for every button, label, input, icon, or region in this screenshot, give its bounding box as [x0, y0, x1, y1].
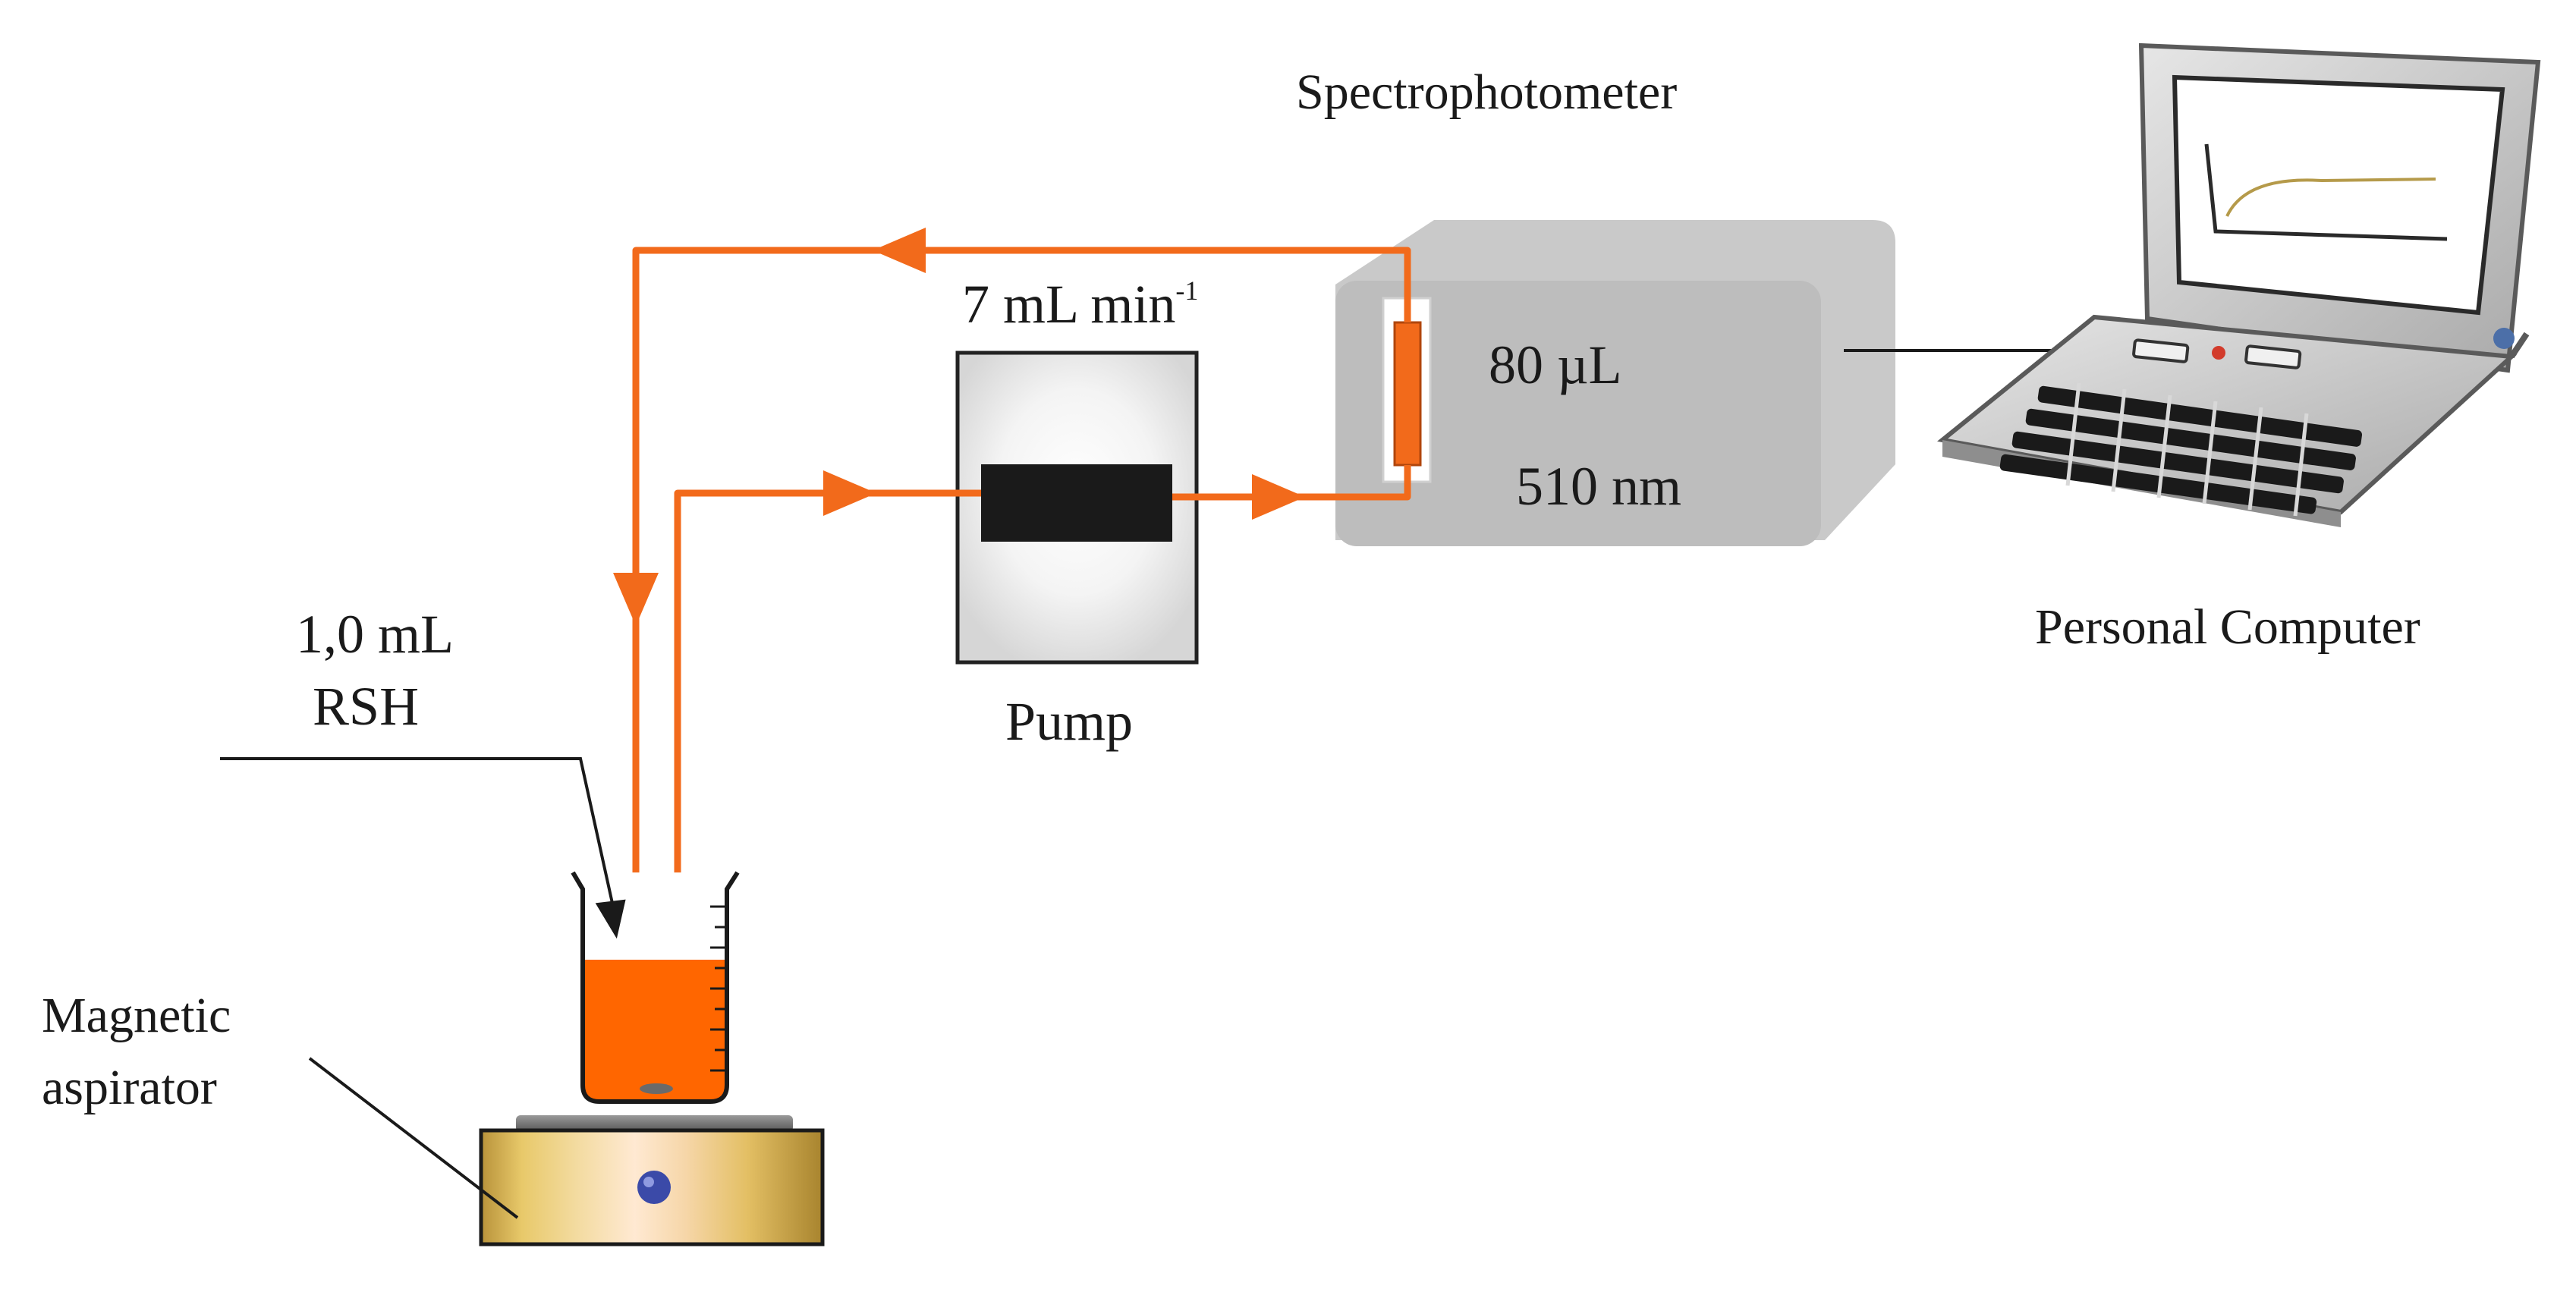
stirrer-plate: [516, 1115, 793, 1132]
personal-computer-label: Personal Computer: [2035, 599, 2420, 655]
beaker-glass: [571, 871, 740, 1104]
sample-volume-label: 1,0 mL: [296, 604, 454, 665]
laptop-icon: [1937, 42, 2541, 527]
rsh-leader-arrow: [595, 899, 626, 939]
rsh-leader-line: [220, 757, 615, 907]
magnetic-stirrer-icon: [479, 1115, 825, 1246]
arrow-left: [873, 228, 926, 273]
arrow-right-intake: [823, 470, 876, 516]
screen-graph: [2204, 143, 2448, 241]
flow-arrows: [613, 228, 1305, 626]
magnetic-aspirator-label-line1: Magnetic: [42, 988, 231, 1043]
laptop-led: [2212, 346, 2225, 360]
laptop-power-button: [2493, 328, 2515, 349]
labels: Spectrophotometer Personal Computer 7 mL…: [42, 64, 2420, 1115]
stirrer-knob: [637, 1171, 671, 1204]
pump-outlet-tube: [1172, 465, 1411, 501]
aspirator-leader-line: [308, 1057, 519, 1219]
beaker-graduations: [710, 905, 727, 1072]
pump-belt: [981, 464, 1172, 542]
stir-bar: [640, 1083, 673, 1094]
sample-name-label: RSH: [313, 676, 419, 737]
flow-rate-label: 7 mL min-1: [962, 274, 1198, 335]
flow-rate-exponent: -1: [1175, 275, 1198, 306]
spectrophotometer-body-front: [1335, 281, 1821, 546]
flow-cell: [1393, 321, 1422, 467]
cell-volume-label: 80 µL: [1489, 335, 1621, 395]
laptop-key-gaps: [2065, 382, 2309, 517]
arrow-down: [613, 573, 659, 626]
laptop-touchpad-right: [2244, 344, 2302, 369]
magnetic-aspirator-label-line2: aspirator: [42, 1060, 217, 1115]
stirrer-knob-highlight: [643, 1177, 654, 1187]
intake-tube: [674, 489, 981, 872]
laptop-hinge: [2508, 332, 2530, 359]
return-tube: [632, 247, 1411, 872]
flow-rate-value: 7 mL min: [962, 274, 1175, 335]
wavelength-label: 510 nm: [1516, 456, 1681, 517]
arrow-right-outlet: [1252, 474, 1305, 520]
tubing: [632, 247, 1411, 872]
laptop-keyboard: [1999, 385, 2363, 514]
pump-label: Pump: [1005, 691, 1133, 752]
laptop-touchpad-left: [2132, 338, 2190, 363]
spectrophotometer-label: Spectrophotometer: [1296, 64, 1677, 120]
beaker-icon: [571, 871, 740, 1104]
spectrophotometer: [1335, 220, 1895, 546]
laptop-screen: [2172, 74, 2505, 316]
beaker-liquid: [583, 960, 727, 1102]
pump: [955, 351, 1199, 665]
